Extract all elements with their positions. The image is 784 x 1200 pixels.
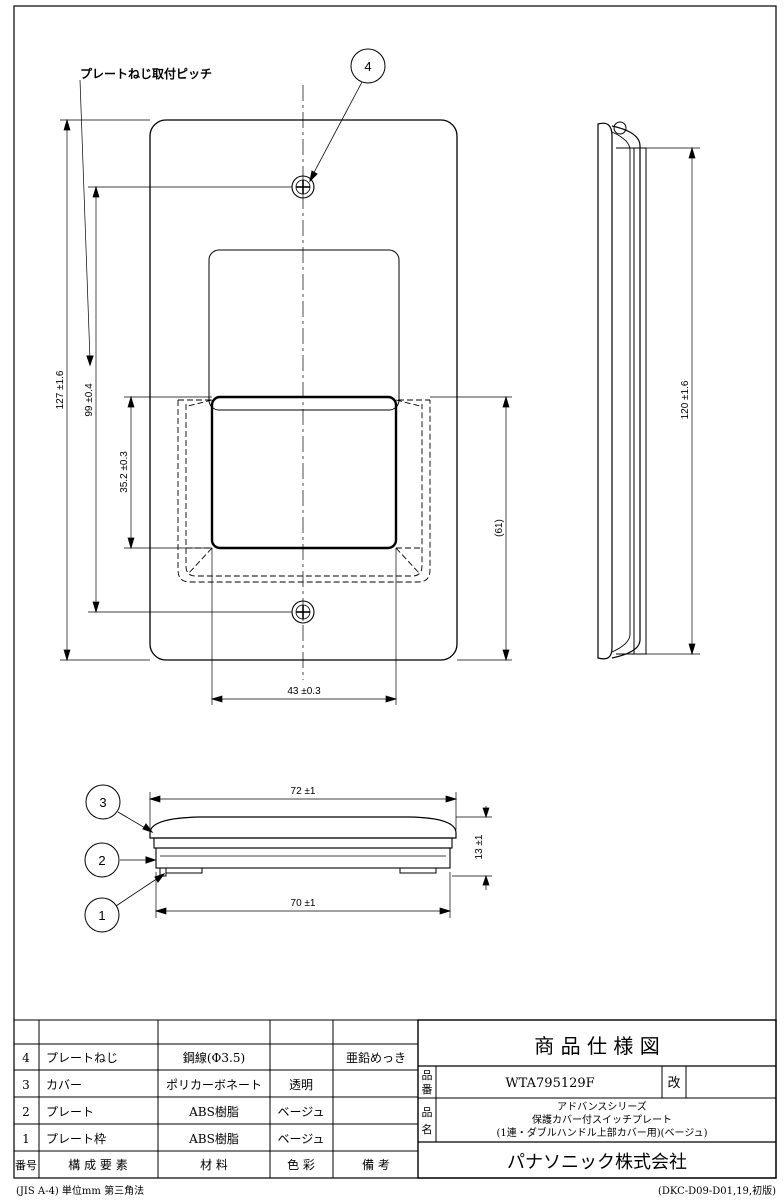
row-material: ポリカーボネート — [166, 1078, 262, 1092]
row-no: 1 — [22, 1132, 30, 1146]
footer-right: (DKC-D09-D01,19,初版) — [658, 1184, 776, 1197]
dim-43 — [210, 548, 398, 705]
dim-120-text: 120 ±1.6 — [680, 380, 691, 419]
dim-127 — [60, 118, 150, 662]
upper-window — [208, 249, 400, 411]
product-name-line3: (1連・ダブルハンドル上部カバー用)(ベージュ) — [496, 1126, 707, 1139]
row-remarks: 亜鉛めっき — [346, 1051, 406, 1065]
row-no: 4 — [22, 1051, 30, 1065]
dim-127-text: 127 ±1.6 — [55, 370, 66, 409]
row-name: プレート — [46, 1105, 94, 1119]
balloon-2-text: 2 — [98, 853, 105, 868]
header-no: 番号 — [15, 1159, 37, 1172]
dim-61-text: (61) — [494, 519, 505, 537]
company-name: パナソニック株式会社 — [507, 1152, 687, 1173]
dim-13 — [452, 806, 492, 890]
hinban-label-2: 番 — [422, 1083, 433, 1096]
hinge-icon — [613, 121, 627, 135]
hidden-frame-inner — [185, 404, 423, 577]
balloon-2 — [84, 842, 120, 878]
row-color: 透明 — [289, 1078, 313, 1092]
part-number: WTA795129F — [505, 1076, 594, 1091]
row-name: プレート枠 — [46, 1132, 106, 1146]
balloon-4-text: 4 — [364, 59, 371, 74]
balloon-4-leader — [309, 81, 363, 181]
product-name-line1: アドバンスシリーズ — [557, 1100, 647, 1113]
product-name-line2: 保護カバー付スイッチプレート — [532, 1113, 672, 1126]
dim-43-text: 43 ±0.3 — [287, 686, 321, 697]
dim-72 — [148, 792, 458, 830]
row-name: プレートねじ — [46, 1051, 118, 1065]
row-name: カバー — [46, 1078, 82, 1092]
balloon-3-text: 3 — [99, 795, 106, 810]
dim-72-text: 72 ±1 — [291, 786, 316, 797]
balloon-1 — [84, 897, 120, 933]
dim-35-2 — [124, 395, 212, 550]
dim-70 — [154, 872, 452, 918]
balloon-4 — [350, 48, 386, 84]
hidden-frame-outer — [177, 400, 431, 583]
parts-table: 4 プレートねじ 鋼線(Φ3.5) 亜鉛めっき 3 カバー ポリカーボネート 透… — [15, 1050, 406, 1172]
front-view — [60, 48, 512, 705]
hinmei-label-2: 名 — [422, 1122, 433, 1136]
title-text: 商 品 仕 様 図 — [534, 1034, 659, 1058]
dim-13-text: 13 ±1 — [474, 834, 485, 859]
row-color: ベージュ — [278, 1132, 325, 1146]
dim-35-2-text: 35.2 ±0.3 — [119, 451, 130, 493]
dim-120 — [646, 146, 700, 656]
title-block: 商 品 仕 様 図 品 番 WTA795129F 改 品 名 アドバンスシリーズ… — [422, 1034, 708, 1173]
revision-label: 改 — [667, 1076, 680, 1091]
balloon-1-text: 1 — [98, 908, 105, 923]
row-material: 鋼線(Φ3.5) — [183, 1050, 245, 1065]
footer-left: (JIS A-4) 単位mm 第三角法 — [16, 1184, 144, 1197]
pitch-label: プレートねじ取付ピッチ — [80, 66, 212, 81]
hinban-label-1: 品 — [422, 1069, 433, 1082]
dim-61 — [430, 395, 512, 662]
dim-99-text: 99 ±0.4 — [84, 383, 95, 417]
title-block-lines — [417, 1019, 777, 1179]
row-material: ABS樹脂 — [188, 1131, 239, 1146]
header-material: 材 料 — [200, 1158, 228, 1172]
lower-opening — [210, 395, 398, 550]
drawing-border — [13, 5, 777, 1179]
dim-70-text: 70 ±1 — [291, 898, 316, 909]
dim-99 — [88, 185, 292, 614]
parts-table-lines — [13, 1019, 419, 1179]
side-view — [597, 121, 700, 660]
hinmei-label-1: 品 — [422, 1106, 433, 1119]
header-remarks: 備 考 — [362, 1157, 390, 1172]
header-name: 構 成 要 素 — [68, 1158, 127, 1172]
header-color: 色 彩 — [287, 1158, 315, 1172]
plate-outline — [149, 119, 458, 661]
balloon-3 — [85, 784, 121, 820]
bottom-view — [84, 784, 492, 933]
row-no: 2 — [22, 1105, 30, 1119]
row-material: ABS樹脂 — [188, 1104, 239, 1119]
row-color: ベージュ — [278, 1105, 325, 1119]
row-no: 3 — [22, 1078, 30, 1092]
